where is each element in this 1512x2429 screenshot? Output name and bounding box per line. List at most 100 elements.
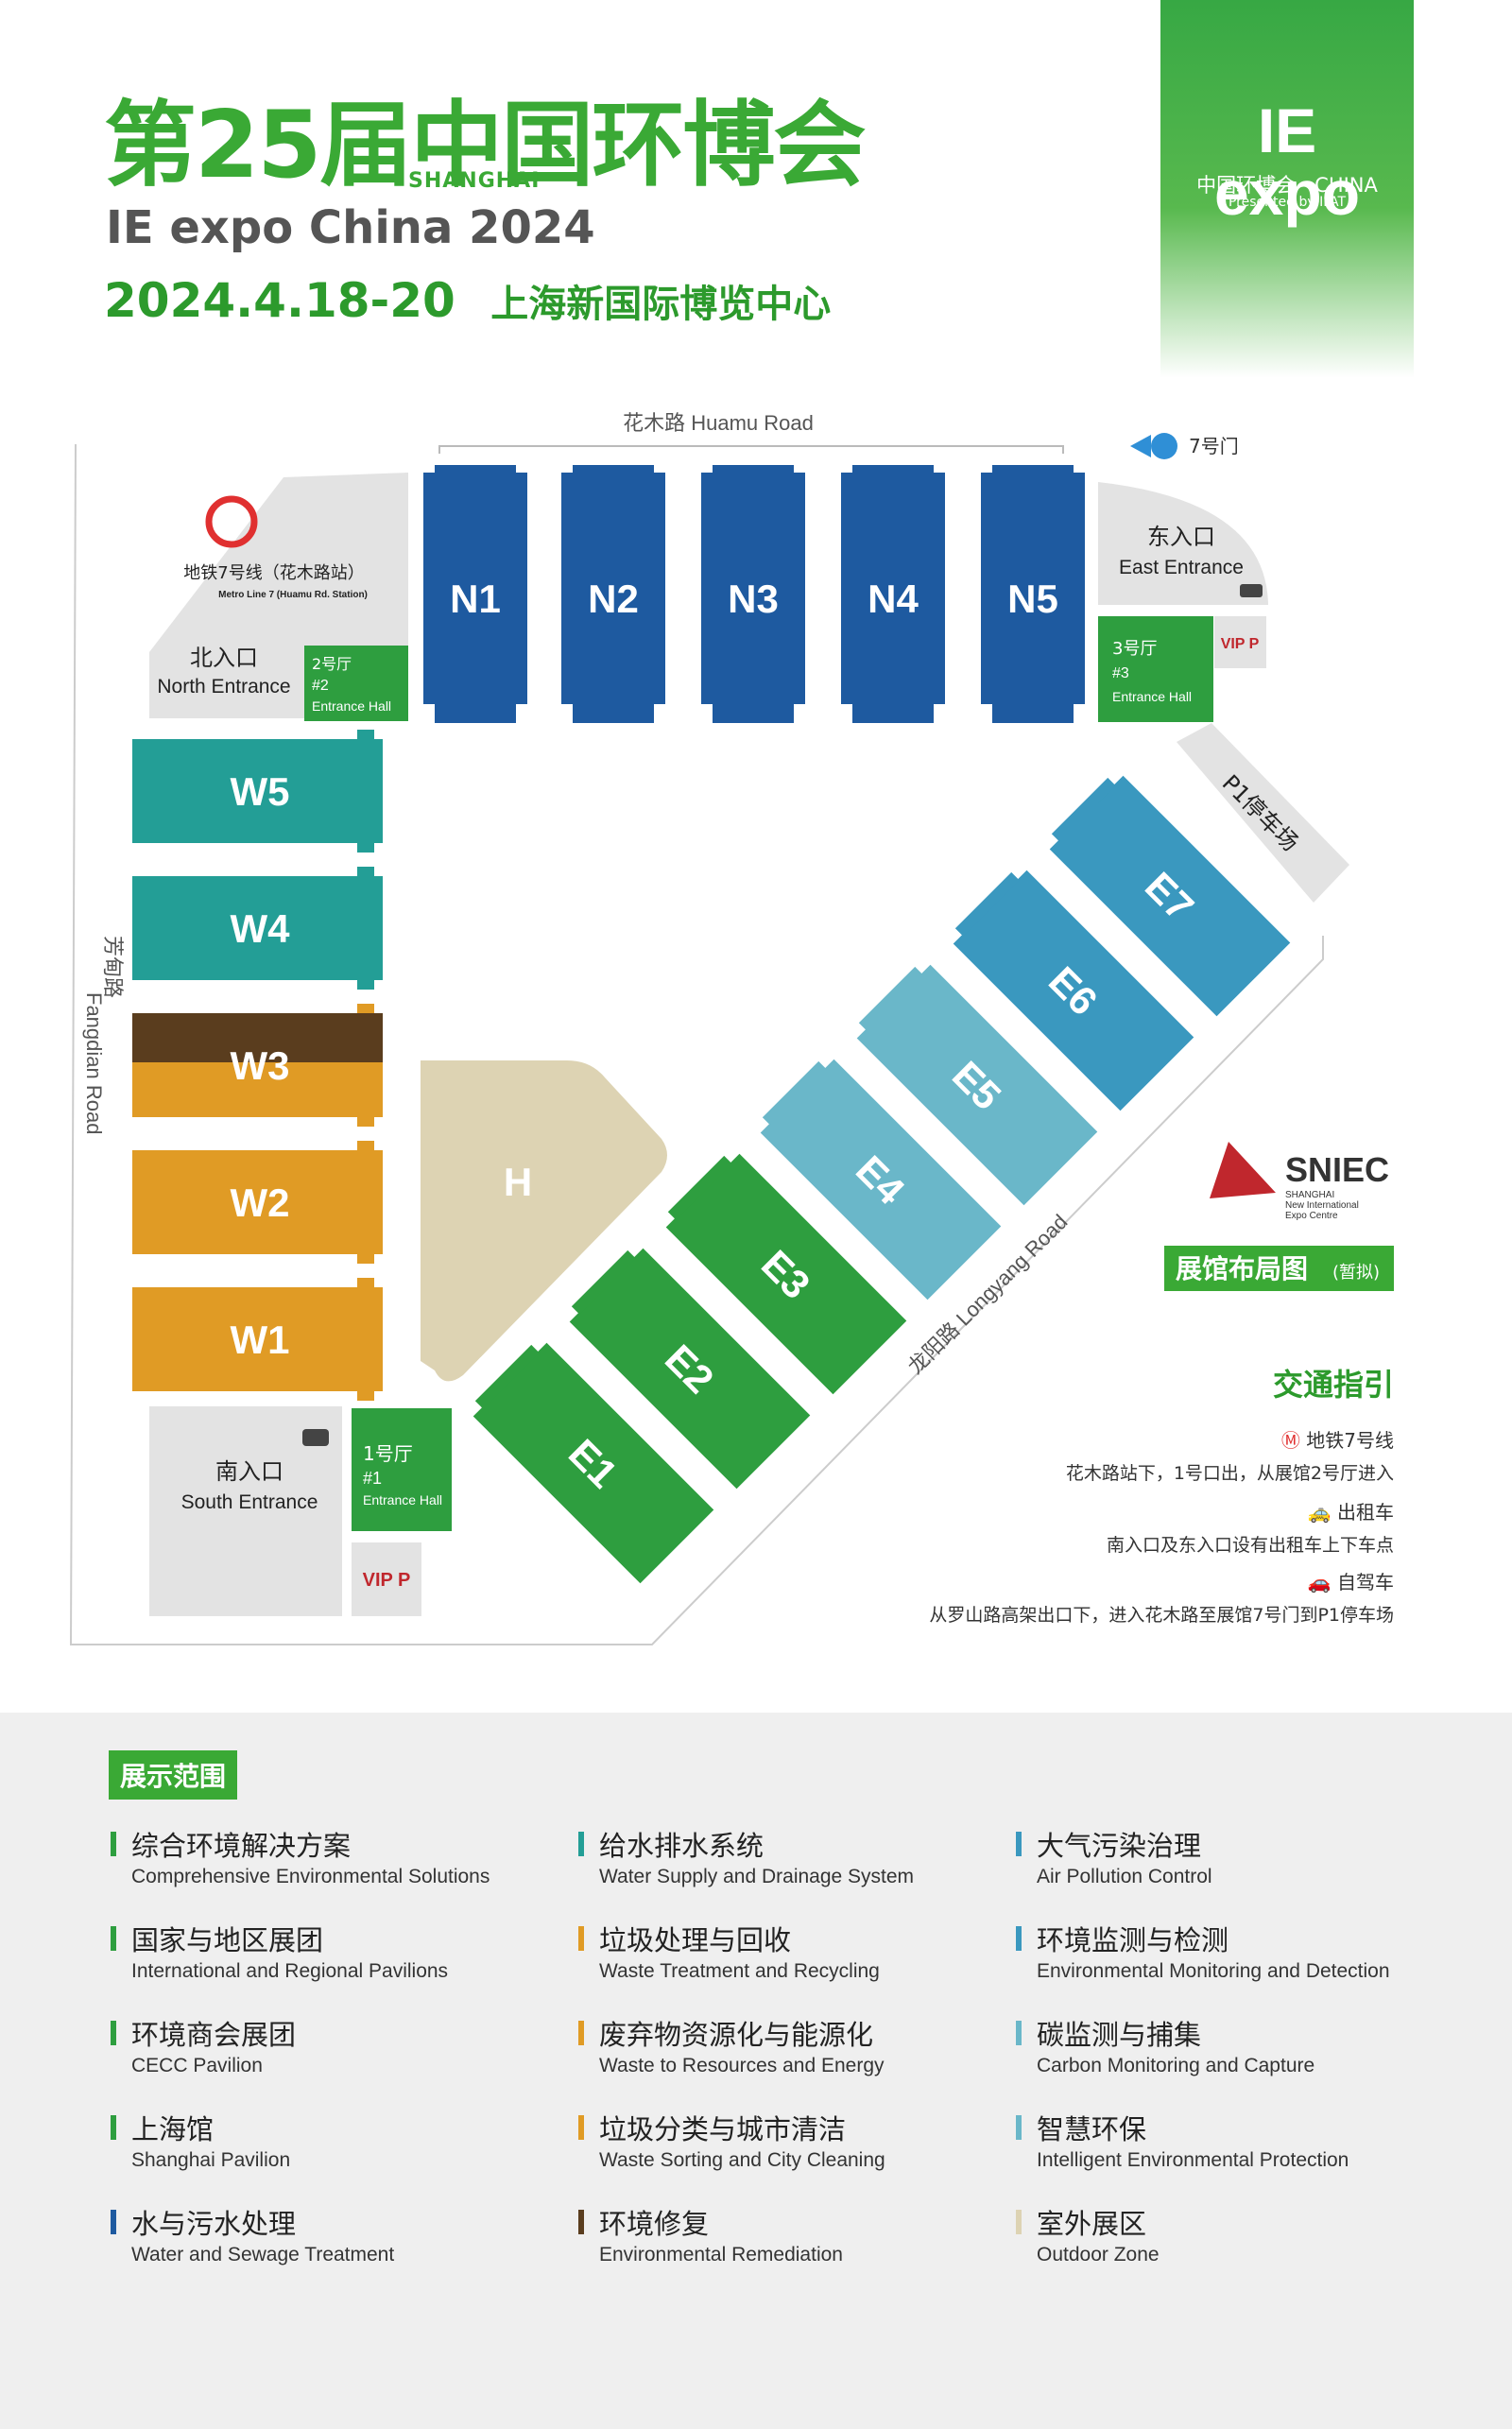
east-entrance-cn: 东入口 [1147, 524, 1215, 550]
hall-n5-body [981, 473, 1085, 704]
entrance-hall-3[interactable] [1098, 616, 1213, 722]
hall-e4[interactable]: E4 [754, 1053, 1002, 1301]
hall-e7[interactable]: E7 [1043, 769, 1291, 1017]
guide-taxi-label: 🚕 出租车 [1308, 1497, 1394, 1525]
scope-title: 展示范围 [109, 1750, 238, 1800]
hall-e7-body [1049, 775, 1291, 1017]
hall-e2[interactable]: E2 [563, 1242, 811, 1490]
scope-item-cn: 环境修复 [599, 2208, 710, 2240]
scope-item-cn: 环境监测与检测 [1037, 1924, 1229, 1956]
hall3-label-en: Entrance Hall [1112, 689, 1192, 704]
scope-color-bar [1016, 2021, 1022, 2045]
hall-n3[interactable]: N3 [701, 465, 805, 723]
hall-n4[interactable]: N4 [841, 465, 945, 723]
hall-n5-top-tab [992, 465, 1074, 474]
scope-item-en: Carbon Monitoring and Capture [1037, 2055, 1315, 2076]
scope-item-en: Environmental Remediation [599, 2244, 843, 2265]
event-title: 第25届中国环博会 [104, 92, 866, 199]
hall1-label-num: #1 [363, 1469, 382, 1488]
hall-n1[interactable]: N1 [423, 465, 527, 723]
vip-parking-south [352, 1542, 421, 1616]
hall-n3-body [701, 473, 805, 704]
scope-item-cn: 综合环境解决方案 [131, 1830, 352, 1862]
hall-e6[interactable]: E6 [947, 864, 1194, 1111]
hall-h-label: H [504, 1160, 532, 1204]
logo-sub-text: 中国环博会 · CHINA [1196, 174, 1378, 197]
guide-car-label: 🚗 自驾车 [1308, 1567, 1394, 1594]
hall-e3[interactable]: E3 [660, 1147, 907, 1395]
hall-n1-bottom-tab [435, 702, 516, 723]
title-block: 第25届中国环博会 SHANGHAI IE expo China 2024 20… [104, 99, 954, 345]
entrance-hall-1[interactable] [352, 1408, 452, 1531]
hall3-label-cn: 3号厅 [1112, 639, 1157, 659]
logo-main-text: IE expo [1213, 95, 1361, 228]
layout-tag [1164, 1246, 1394, 1291]
hall-w1[interactable]: W1 [132, 1278, 383, 1401]
scope-color-bar [111, 1832, 116, 1856]
title-shanghai: SHANGHAI [408, 169, 541, 193]
hall-w4-body [132, 876, 383, 980]
hall-w2-body [132, 1150, 383, 1254]
hall-n4-bottom-tab [852, 702, 934, 723]
hall2-label-cn: 2号厅 [312, 655, 352, 673]
scope-item-cn: 环境商会展团 [131, 2019, 297, 2051]
huamu-road-line [438, 445, 1064, 454]
hall-w4-label: W4 [231, 906, 291, 951]
scope-color-bar [578, 2021, 584, 2045]
hall-e5[interactable]: E5 [850, 958, 1098, 1206]
event-date-venue: 2024.4.18-20 上海新国际博览中心 [104, 277, 831, 324]
scope-color-bar [1016, 1832, 1022, 1856]
scope-item-en: Water Supply and Drainage System [599, 1866, 915, 1887]
east-entrance-area [1098, 482, 1268, 605]
hall-w5-body [132, 739, 383, 843]
hall-e2-body [569, 1248, 811, 1490]
sniec-sub-2: New International [1285, 1200, 1359, 1211]
road-north-label: 花木路 Huamu Road [623, 411, 814, 435]
scope-item-en: Water and Sewage Treatment [131, 2244, 395, 2265]
taxi-icon-south [302, 1429, 329, 1446]
site-boundary [69, 443, 1324, 1645]
sniec-icon [1210, 1142, 1276, 1198]
vip-parking-east-label: VIP P [1221, 636, 1260, 652]
hall2-label-num: #2 [312, 678, 329, 694]
scope-item-en: Air Pollution Control [1037, 1866, 1212, 1887]
scope-item-cn: 上海馆 [131, 2113, 215, 2145]
hall-n2-top-tab [573, 465, 654, 474]
hall-e1-end-tab [474, 1344, 540, 1409]
hall-e6-body [953, 870, 1194, 1111]
layout-tag-small: (暂拟) [1332, 1263, 1380, 1283]
hall-e2-end-tab [571, 1249, 636, 1315]
hall-n5[interactable]: N5 [981, 465, 1085, 723]
scope-item-cn: 给水排水系统 [599, 1830, 765, 1862]
hall-w2[interactable]: W2 [132, 1141, 383, 1264]
guide-title: 交通指引 [1272, 1367, 1394, 1403]
guide-metro-label-text: 地铁7号线 [1306, 1429, 1394, 1452]
event-title-en: IE expo China 2024 [106, 201, 595, 254]
hall-e1[interactable]: E1 [467, 1336, 714, 1584]
hall-w4[interactable]: W4 [132, 867, 383, 990]
scope-color-bar [1016, 2210, 1022, 2234]
hall-n2[interactable]: N2 [561, 465, 665, 723]
hall-w3[interactable]: W3 [132, 1004, 383, 1127]
entrance-hall-2[interactable] [304, 646, 408, 721]
hall-n3-bottom-tab [713, 702, 794, 723]
scope-item-en: CECC Pavilion [131, 2055, 263, 2076]
metro-icon [205, 495, 258, 548]
hall-w1-body [132, 1287, 383, 1391]
guide-metro-text: 花木路站下，1号口出，从展馆2号厅进入 [1065, 1463, 1394, 1484]
event-venue: 上海新国际博览中心 [490, 283, 832, 326]
hall-w5-side-tab [357, 730, 374, 853]
scope-color-bar [578, 1926, 584, 1951]
hall-n2-label: N2 [588, 577, 639, 621]
scope-color-bar [578, 2115, 584, 2140]
gate7-marker: 7号门 [1130, 433, 1239, 459]
hall-w2-side-tab [357, 1141, 374, 1264]
taxi-icon-east [1240, 584, 1263, 597]
p1-parking-area [1177, 723, 1349, 903]
hall-w5[interactable]: W5 [132, 730, 383, 853]
hall-h[interactable] [421, 1060, 667, 1382]
sniec-sub-3: Expo Centre [1285, 1211, 1338, 1221]
ie-expo-logo: IE expo 中国环博会 · CHINA Presented by IFAT [1160, 0, 1414, 378]
